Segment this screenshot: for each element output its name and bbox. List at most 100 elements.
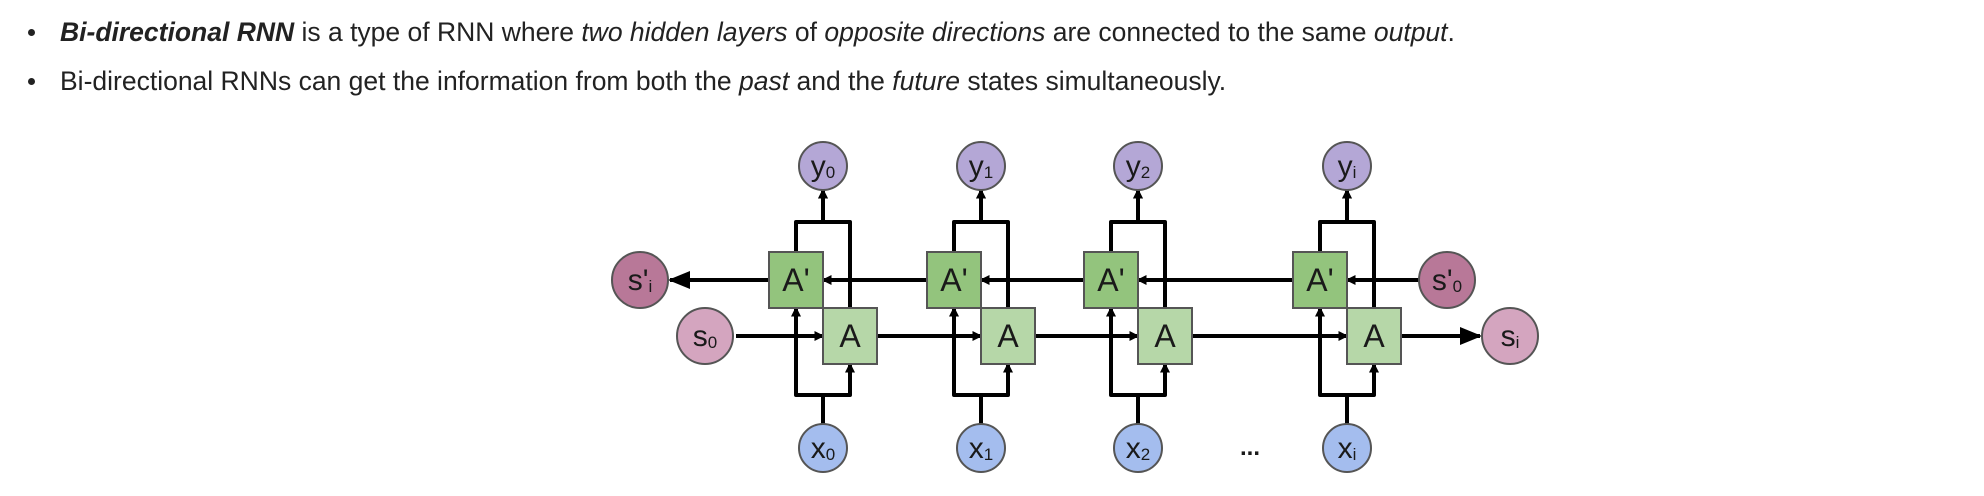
forward-cell-0-label-main: A bbox=[839, 318, 861, 354]
forward-to-output-3 bbox=[1342, 188, 1376, 308]
input-node-1-label: x1 bbox=[969, 432, 993, 465]
state-s0-label-main: s bbox=[693, 320, 708, 353]
output-node-1: y1 bbox=[956, 141, 1006, 191]
italic-term: opposite directions bbox=[824, 17, 1046, 47]
text-run: states simultaneously. bbox=[960, 66, 1227, 96]
text-run: is a type of RNN where bbox=[294, 17, 582, 47]
output-node-1-shape bbox=[956, 141, 1006, 191]
bullet-text: Bi-directional RNN is a type of RNN wher… bbox=[60, 12, 1455, 52]
italic-term: past bbox=[739, 66, 790, 96]
backward-to-output-1 bbox=[952, 188, 986, 252]
input-node-3: xi bbox=[1322, 423, 1372, 473]
italic-term: future bbox=[892, 66, 961, 96]
bullet-item-capability: Bi-directional RNNs can get the informat… bbox=[0, 61, 1900, 101]
backward-cell-3-label-main: A' bbox=[1306, 262, 1333, 298]
state-si-shape bbox=[1481, 307, 1539, 365]
forward-cell-2-shape bbox=[1137, 307, 1193, 365]
ellipsis-label: ... bbox=[1240, 434, 1260, 461]
connection-arrows bbox=[668, 188, 1482, 424]
backward-to-output-2 bbox=[1109, 188, 1143, 252]
state-sprime-i-label-sub: i bbox=[648, 277, 652, 296]
text-run: Bi-directional RNNs can get the informat… bbox=[60, 66, 740, 96]
output-node-0-label-main: y bbox=[811, 150, 826, 183]
output-node-2-label: y2 bbox=[1126, 150, 1150, 183]
text-run: of bbox=[787, 17, 825, 47]
input-node-1-label-sub: 1 bbox=[984, 445, 993, 464]
output-node-3-label: yi bbox=[1338, 150, 1357, 183]
backward-cell-1-label: A' bbox=[940, 262, 967, 298]
forward-cell-0-label: A bbox=[839, 318, 861, 354]
forward-cell-3-label-main: A bbox=[1363, 318, 1385, 354]
input-to-forward-1 bbox=[981, 362, 1013, 397]
forward-cell-2: A bbox=[1137, 307, 1193, 365]
input-to-forward-2 bbox=[1138, 362, 1170, 397]
input-node-1: x1 bbox=[956, 423, 1006, 473]
backward-cell-3-label: A' bbox=[1306, 262, 1333, 298]
backward-to-output-3 bbox=[1318, 188, 1352, 252]
forward-cell-0-shape bbox=[822, 307, 878, 365]
output-node-1-label-sub: 1 bbox=[984, 163, 993, 182]
output-node-2-label-sub: 2 bbox=[1141, 163, 1150, 182]
output-node-3-label-main: y bbox=[1338, 150, 1353, 183]
output-node-3: yi bbox=[1322, 141, 1372, 191]
input-node-0-label-sub: 0 bbox=[826, 445, 835, 464]
output-node-3-shape bbox=[1322, 141, 1372, 191]
input-to-backward-3 bbox=[1315, 306, 1349, 424]
input-node-1-label-main: x bbox=[969, 432, 984, 465]
output-node-0-label-sub: 0 bbox=[826, 163, 835, 182]
backward-cell-1: A' bbox=[926, 251, 982, 309]
input-node-3-label-main: x bbox=[1338, 432, 1353, 465]
bullet-item-definition: Bi-directional RNN is a type of RNN wher… bbox=[0, 12, 1900, 52]
backward-cell-2-label-main: A' bbox=[1097, 262, 1124, 298]
input-to-backward-2 bbox=[1106, 306, 1140, 424]
text-run: . bbox=[1447, 17, 1455, 47]
input-node-1-shape bbox=[956, 423, 1006, 473]
output-node-2: y2 bbox=[1113, 141, 1163, 191]
state-sprime-i-label-main: s' bbox=[628, 264, 649, 297]
bullet-dot-icon bbox=[28, 78, 35, 85]
forward-cell-1-label: A bbox=[997, 318, 1019, 354]
input-node-2-label-sub: 2 bbox=[1141, 445, 1150, 464]
state-sprime-0-label-main: s' bbox=[1432, 264, 1453, 297]
forward-cell-3: A bbox=[1346, 307, 1402, 365]
input-node-0-shape bbox=[798, 423, 848, 473]
bullet-text: Bi-directional RNNs can get the informat… bbox=[60, 61, 1226, 101]
input-to-backward-0 bbox=[791, 306, 825, 424]
state-sprime-0-shape bbox=[1418, 251, 1476, 309]
forward-cell-0: A bbox=[822, 307, 878, 365]
input-to-forward-3 bbox=[1347, 362, 1379, 397]
input-to-forward-0 bbox=[823, 362, 855, 397]
state-si: si bbox=[1481, 307, 1539, 365]
input-node-3-label-sub: i bbox=[1353, 445, 1357, 464]
input-node-0-label-main: x bbox=[811, 432, 826, 465]
output-node-0: y0 bbox=[798, 141, 848, 191]
forward-cell-1-label-main: A bbox=[997, 318, 1019, 354]
backward-cell-3: A' bbox=[1292, 251, 1348, 309]
state-sprime-i-label: s'i bbox=[628, 264, 653, 297]
italic-term: two hidden layers bbox=[581, 17, 788, 47]
forward-cell-1-shape bbox=[980, 307, 1036, 365]
bullet-dot-icon bbox=[28, 29, 35, 36]
backward-cell-1-shape bbox=[926, 251, 982, 309]
input-node-2-shape bbox=[1113, 423, 1163, 473]
input-node-0: x0 bbox=[798, 423, 848, 473]
bold-italic-term: Bi-directional RNN bbox=[60, 17, 295, 47]
forward-cell-1: A bbox=[980, 307, 1036, 365]
state-s0-shape bbox=[676, 307, 734, 365]
forward-cell-2-label-main: A bbox=[1154, 318, 1176, 354]
input-to-backward-1 bbox=[949, 306, 983, 424]
output-node-1-label-main: y bbox=[969, 150, 984, 183]
input-node-0-label: x0 bbox=[811, 432, 835, 465]
input-node-2-label: x2 bbox=[1126, 432, 1150, 465]
state-si-label-main: s bbox=[1501, 320, 1516, 353]
backward-to-output-0 bbox=[794, 188, 828, 252]
backward-cell-1-label-main: A' bbox=[940, 262, 967, 298]
forward-to-output-0 bbox=[818, 188, 852, 308]
forward-cell-3-shape bbox=[1346, 307, 1402, 365]
forward-cell-3-label: A bbox=[1363, 318, 1385, 354]
output-node-0-shape bbox=[798, 141, 848, 191]
input-node-3-shape bbox=[1322, 423, 1372, 473]
output-node-3-label-sub: i bbox=[1353, 163, 1357, 182]
